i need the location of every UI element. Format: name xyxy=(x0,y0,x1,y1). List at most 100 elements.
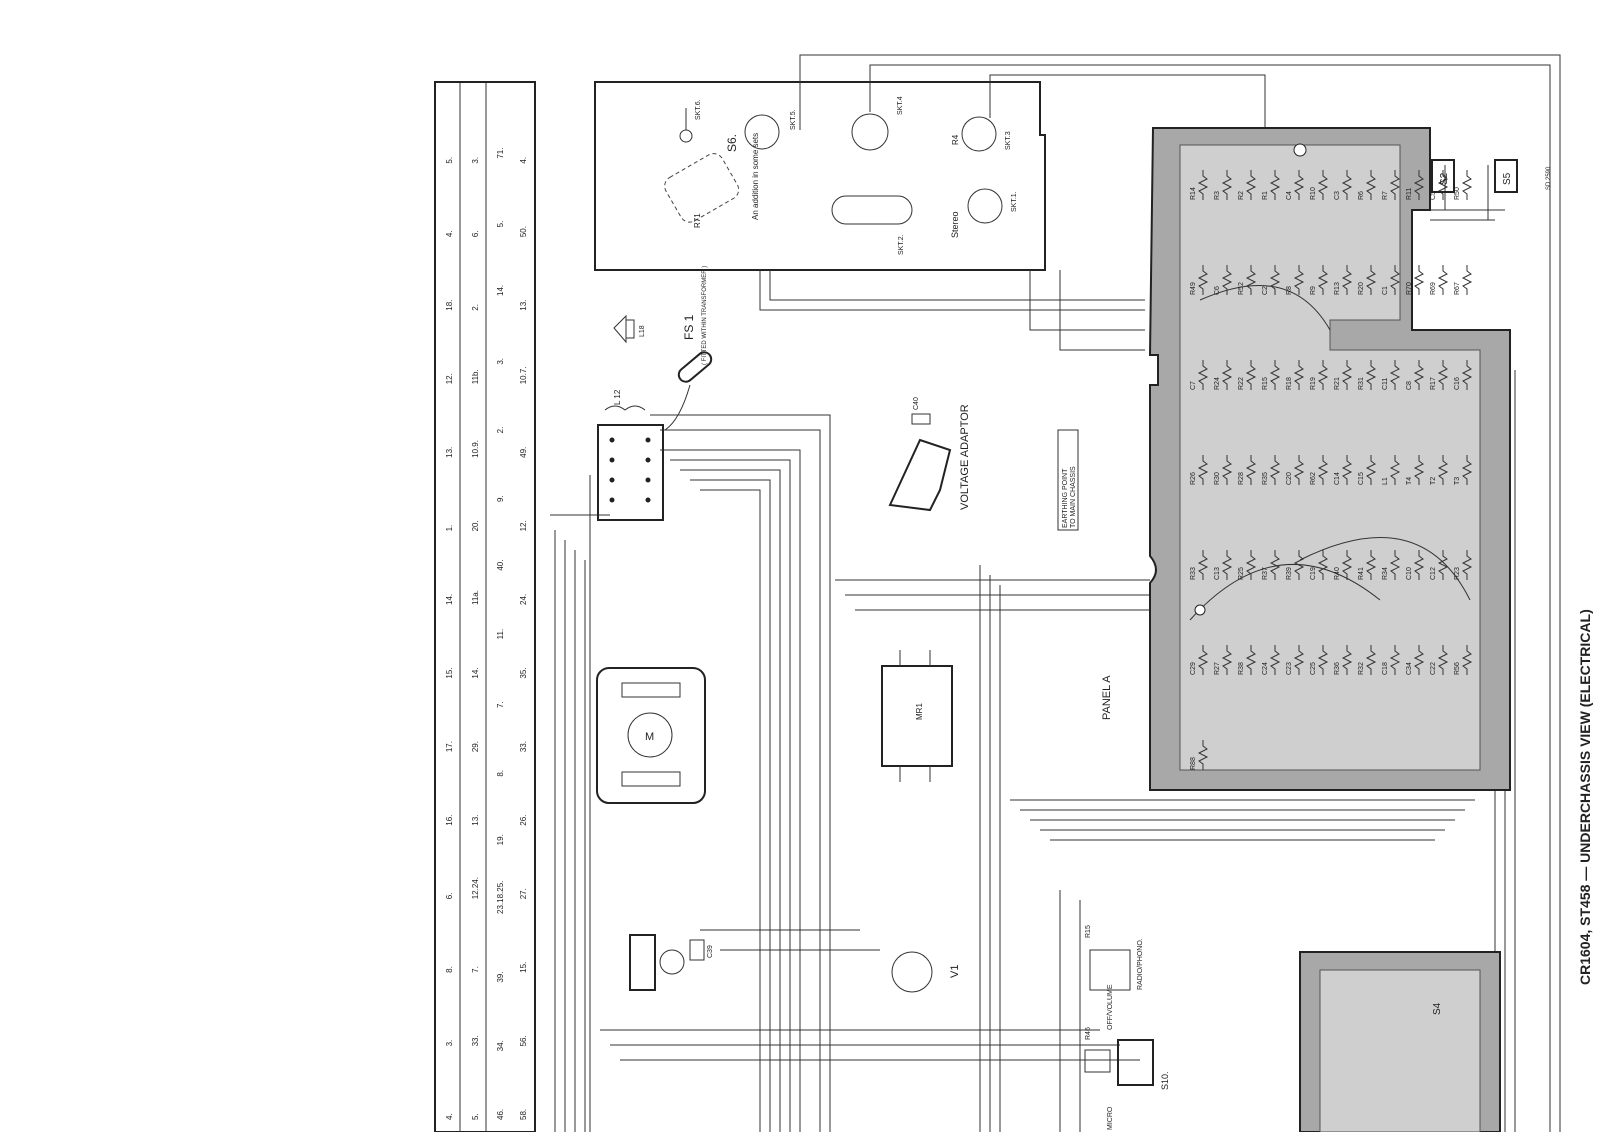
index-entry: 14. xyxy=(445,594,454,605)
index-entry: 35. xyxy=(519,667,528,678)
pcb-component-glyph xyxy=(1269,455,1281,485)
pcb-component-label: C5 xyxy=(1430,191,1437,200)
index-entry: 34. xyxy=(496,1040,505,1051)
pcb-component-label: C7 xyxy=(1190,381,1197,390)
pcb-component-glyph xyxy=(1293,455,1305,485)
pcb-component-label: R10 xyxy=(1310,187,1317,200)
pcb-component-glyph xyxy=(1437,170,1449,200)
pcb-component-label: R49 xyxy=(1190,282,1197,295)
index-entry: 39. xyxy=(496,972,505,983)
pcb-component-glyph xyxy=(1245,360,1257,390)
index-entry: 6. xyxy=(445,893,454,900)
pcb-component-glyph xyxy=(1293,170,1305,200)
pcb-component-label: R14 xyxy=(1190,187,1197,200)
pcb-component-glyph xyxy=(1269,360,1281,390)
pcb-component-label: C10 xyxy=(1406,567,1413,580)
transformer: L 12 xyxy=(597,389,664,521)
index-entry: 4. xyxy=(445,1113,454,1120)
pcb-component-label: R18 xyxy=(1286,377,1293,390)
pcb-component-glyph xyxy=(1197,645,1209,675)
pcb-component-glyph xyxy=(1413,550,1425,580)
pcb-component-label: R2 xyxy=(1238,191,1245,200)
pcb-component-glyph xyxy=(1437,265,1449,295)
component-index-table: 4.3.8.6.16.17.15.14.1.13.12.18.4.5. 5.33… xyxy=(434,81,536,1133)
pcb-component-label: R36 xyxy=(1334,662,1341,675)
pcb-component-glyph xyxy=(1365,265,1377,295)
pcb-component-label: C24 xyxy=(1262,662,1269,675)
s5-label: S5 xyxy=(1502,172,1513,185)
pcb-component-glyph xyxy=(1221,265,1233,295)
pcb-component-glyph xyxy=(1437,455,1449,485)
r46-label: R46 xyxy=(1085,1027,1092,1040)
socket-panel: R71 An addition in some sets S6. SKT.6. … xyxy=(594,81,1046,271)
pcb-component-label: R25 xyxy=(1238,567,1245,580)
index-entry: 7. xyxy=(496,701,505,708)
pcb-component-label: C23 xyxy=(1286,662,1293,675)
index-entry: 46. xyxy=(496,1109,505,1120)
pcb-component-label: R39 xyxy=(1286,567,1293,580)
pcb-component-label: R30 xyxy=(1214,472,1221,485)
index-row-3: 46.34.39.23.18.25.19.8.7.11.40.9.2.3.14.… xyxy=(496,148,505,1120)
fs1-label: FS 1 xyxy=(682,314,696,340)
pcb-component-label: R13 xyxy=(1334,282,1341,295)
pcb-component-glyph xyxy=(1389,645,1401,675)
pcb-component-label: R1 xyxy=(1262,191,1269,200)
index-entry: 49. xyxy=(519,447,528,458)
off-volume-label: OFF/VOLUME xyxy=(1107,984,1114,1030)
index-entry: 5. xyxy=(471,1113,480,1120)
pcb-component-label: R32 xyxy=(1358,662,1365,675)
index-entry: 6. xyxy=(471,230,480,237)
pcb-component-glyph xyxy=(1341,455,1353,485)
pcb-component-label: R26 xyxy=(1190,472,1197,485)
skt3-label: SKT.3 xyxy=(1005,131,1012,150)
index-entry: 24. xyxy=(519,594,528,605)
index-entry: 3. xyxy=(445,1040,454,1047)
pcb-component-glyph xyxy=(1341,645,1353,675)
pcb-component-label: R33 xyxy=(1190,567,1197,580)
pcb-component-label: C2 xyxy=(1262,286,1269,295)
index-entry: 10.9. xyxy=(471,440,480,458)
index-entry: 14. xyxy=(471,667,480,678)
index-entry: 3. xyxy=(496,358,505,365)
index-entry: 11a. xyxy=(471,590,480,605)
motor: M xyxy=(596,667,706,804)
pcb-component-glyph xyxy=(1221,455,1233,485)
pcb-component-label: C15 xyxy=(1358,472,1365,485)
index-entry: 19. xyxy=(496,834,505,845)
pcb-component-glyph xyxy=(1197,170,1209,200)
pcb-component-glyph xyxy=(1269,645,1281,675)
r15-label: R15 xyxy=(1085,925,1092,938)
pcb-component-label: R7 xyxy=(1382,191,1389,200)
index-entry: 11. xyxy=(496,629,505,640)
radio-phono-label: RADIO/PHONO. xyxy=(1137,938,1144,990)
pcb-component-label: R9 xyxy=(1310,286,1317,295)
index-entry: 27. xyxy=(519,888,528,899)
pcb-component-glyph xyxy=(1365,645,1377,675)
index-entry: 33. xyxy=(519,741,528,752)
pcb-component-glyph xyxy=(1413,455,1425,485)
pcb-component-label: R15 xyxy=(1262,377,1269,390)
index-entry: 3. xyxy=(471,157,480,164)
index-entry: 58. xyxy=(519,1109,528,1120)
pcb-component-glyph xyxy=(1461,170,1473,200)
pcb-component-label: R22 xyxy=(1238,377,1245,390)
pcb-component-glyph xyxy=(1245,550,1257,580)
pcb-component-label: C6 xyxy=(1214,286,1221,295)
index-entry: 13. xyxy=(471,815,480,826)
pcb-component-label: R52 xyxy=(1238,282,1245,295)
pcb-component-label: R70 xyxy=(1406,282,1413,295)
pcb-component-label: C8 xyxy=(1406,381,1413,390)
index-entry: 5. xyxy=(496,221,505,228)
pcb-component-label: R24 xyxy=(1214,377,1221,390)
index-entry: 56. xyxy=(519,1035,528,1046)
pcb-component-glyph xyxy=(1269,265,1281,295)
pcb-component-label: R21 xyxy=(1334,377,1341,390)
pcb-component-label: R56 xyxy=(1454,662,1461,675)
s6-label: S6. xyxy=(725,134,739,152)
pcb-component-label: R40 xyxy=(1334,567,1341,580)
pcb-component-glyph xyxy=(1197,265,1209,295)
fuse-fs1: FS 1 ( FITTED WITHIN TRANSFORMER ) xyxy=(664,266,713,431)
pcb-component-label: L1 xyxy=(1382,477,1389,485)
pcb-component-glyph xyxy=(1197,360,1209,390)
